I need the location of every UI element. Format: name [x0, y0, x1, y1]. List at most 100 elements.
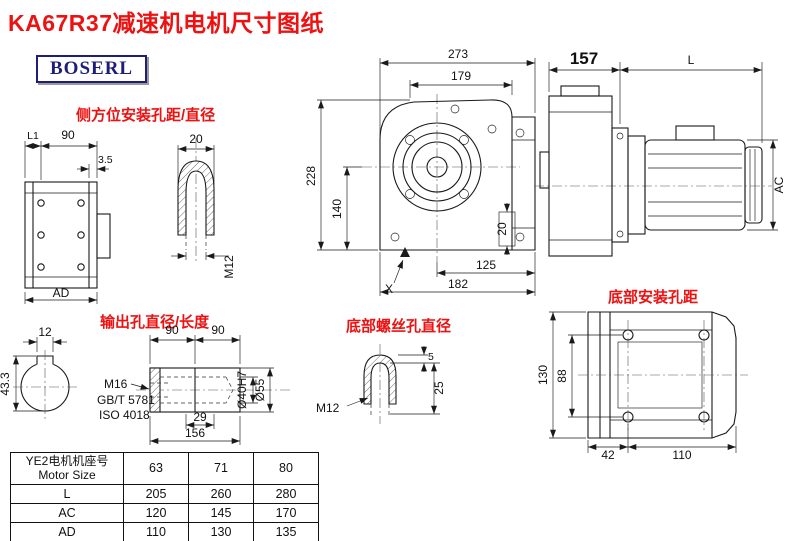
x-datum-label: X: [385, 282, 393, 296]
dim-axis-height: 140: [330, 199, 344, 219]
dim-key-width-12: 12: [23, 325, 67, 352]
dim-front-273: 273: [379, 47, 536, 136]
dim-front-125: 125: [436, 252, 536, 277]
dim-shaft-bore: Ø40H7: [235, 371, 258, 409]
dim-ad: AD: [53, 286, 70, 300]
table-cell-frame-71: 71: [188, 452, 254, 485]
dim-screw-thread: M12: [316, 401, 340, 415]
dim-hole-thread: M12: [222, 255, 236, 279]
table-cell: 145: [188, 502, 254, 523]
dim-key-depth: 43.3: [0, 372, 12, 396]
dim-front-228: 228: [304, 99, 410, 251]
gearbox-front-outline: [379, 99, 536, 251]
gearbox-front-body: [379, 99, 536, 257]
mounting-hole: [622, 411, 634, 423]
view-side-mount: L1 90 3.5 AD: [24, 128, 113, 304]
dim-bottom-height: 130: [536, 365, 550, 385]
dim-hole-depth-20: 20: [177, 132, 215, 185]
dim-front-x-mark: X: [385, 259, 404, 296]
table-cell-label-AD: AD: [10, 521, 124, 541]
table-row-AD: AD 110 130 135: [10, 521, 319, 541]
table-cell: 110: [123, 521, 189, 541]
dim-key-length: 29: [193, 410, 207, 424]
label-bottom-screw-hole: 底部螺丝孔直径: [346, 318, 452, 335]
datum-triangle: [400, 247, 410, 257]
table-cell: 120: [123, 502, 189, 523]
label-bottom-mount-holes: 底部安装孔距: [608, 289, 699, 306]
side-mount-boss: [96, 213, 111, 259]
dim-side-157: 157: [548, 49, 621, 124]
motor-size-table: YE2电机机座号 Motor Size 63 71 80 L 205 260 2…: [10, 452, 319, 541]
dim-screw-lead: 5: [428, 351, 434, 363]
side-mount-body: [24, 181, 111, 289]
bottom-mount-body: [578, 311, 748, 439]
dim-key-depth-43-3: 43.3: [0, 355, 45, 412]
dim-total-height: 228: [304, 166, 318, 186]
output-bore-circle: [411, 141, 463, 193]
dim-motor-diameter: AC: [772, 176, 786, 193]
dim-slot: 20: [495, 222, 509, 236]
table-cell: 135: [253, 521, 319, 541]
motor-flange: [611, 127, 629, 243]
table-cell-frame-63: 63: [123, 452, 189, 485]
table-cell-label-L: L: [10, 483, 124, 504]
dim-outer-dia: Ø55: [253, 378, 267, 401]
motor-size-label-en: Motor Size: [38, 468, 96, 483]
dim-key-width: 12: [38, 325, 52, 339]
gearbox-side-body: [539, 85, 629, 257]
label-shaft-thread: M16 GB/T 5781 ISO 4018: [97, 377, 155, 422]
motor-body: [644, 139, 746, 231]
bottom-outline: [587, 311, 737, 439]
view-bottom-mount: 130 88 42 110: [536, 311, 748, 462]
mounting-hole: [698, 329, 710, 341]
dim-shaft-thread: M16: [104, 377, 128, 391]
dim-plate-thickness: 3.5: [98, 154, 113, 166]
dim-base-width: 182: [448, 277, 468, 291]
standard-gb: GB/T 5781: [97, 393, 155, 407]
dim-total-length: 156: [185, 426, 205, 440]
table-cell-frame-80: 80: [253, 452, 319, 485]
output-flange-circle: [392, 122, 482, 212]
dim-bottom-88: 88: [555, 334, 622, 418]
dim-bottom-42-110: 42 110: [587, 424, 737, 462]
view-side-hole-detail: 20 M12: [171, 132, 236, 279]
dim-shaft-len-a: 90: [165, 323, 179, 337]
table-row-header: YE2电机机座号 Motor Size 63 71 80: [10, 452, 319, 485]
dim-side-mount-ad: AD: [24, 286, 98, 304]
dim-bore-dia: Ø40H7: [235, 371, 249, 409]
output-shaft-stub: [539, 151, 550, 189]
dim-bottom-130: 130: [536, 311, 586, 439]
table-row-L: L 205 260 280: [10, 483, 319, 504]
fan-cover: [744, 146, 763, 224]
dim-front-140: 140: [330, 166, 362, 250]
standard-iso: ISO 4018: [99, 408, 150, 422]
dim-hole-pitch-v: 88: [555, 369, 569, 383]
dim-shaft-156: 156: [149, 416, 241, 445]
table-cell: 205: [123, 483, 189, 504]
dim-side-mount-l1-90: L1 90: [24, 128, 98, 180]
page-title: KA67R37减速机电机尺寸图纸: [8, 10, 324, 36]
view-output-end: 12 43.3: [0, 325, 77, 421]
dim-front-179: 179: [409, 69, 513, 98]
dim-l1: L1: [27, 130, 39, 142]
dim-motor-length: L: [688, 53, 695, 67]
view-output-shaft: 90 90 M16 GB/T 5781 ISO 4018 29 156: [97, 323, 292, 445]
brand-logo: BOSERL: [36, 55, 148, 83]
table-row-AC: AC 120 145 170: [10, 502, 319, 523]
output-shaft-body: [149, 367, 241, 413]
dim-hole-thread-m12: M12: [171, 252, 236, 279]
dim-shaft-len-b: 90: [211, 323, 225, 337]
table-cell: 260: [188, 483, 254, 504]
label-side-mount-holes: 侧方位安装孔距/直径: [76, 107, 216, 124]
dim-screw-depth: 25: [432, 381, 446, 395]
motor: [627, 125, 763, 235]
table-cell: 170: [253, 502, 319, 523]
dim-screw-m12: M12: [316, 397, 369, 415]
dim-flange-width: 179: [451, 69, 471, 83]
dim-shaft-outer: Ø55: [240, 367, 274, 413]
dim-hole-offset: 42: [601, 448, 615, 462]
table-cell-motor-size: YE2电机机座号 Motor Size: [10, 452, 124, 485]
view-side: 157 L AC: [534, 49, 786, 257]
